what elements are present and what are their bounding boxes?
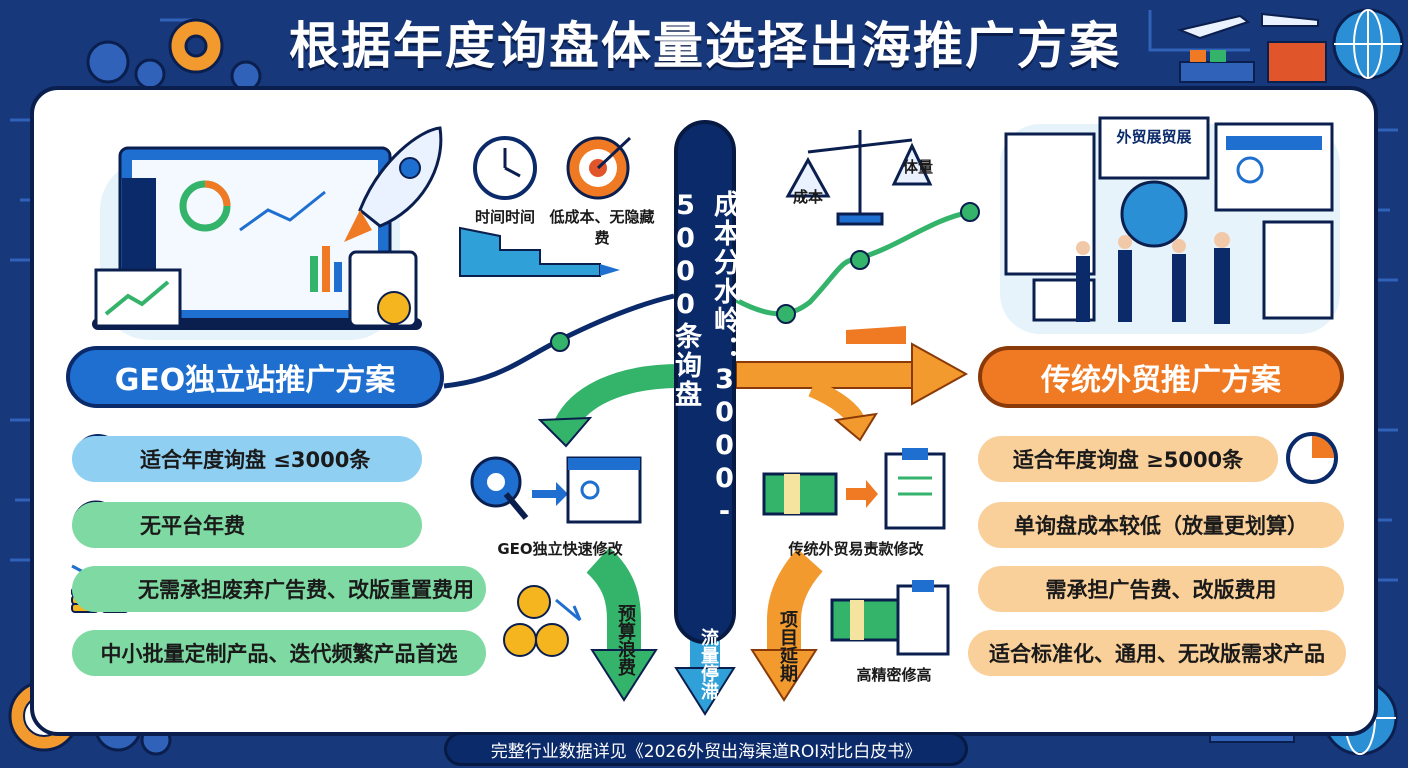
traditional-plan-heading: 传统外贸推广方案 (978, 346, 1344, 408)
ship-icon (1179, 41, 1327, 83)
page-title: 根据年度询盘体量选择出海推广方案 (289, 17, 1121, 75)
plane-icon (1176, 12, 1319, 40)
precision-label: 高精密修高 (856, 666, 932, 684)
traditional-feature-2: 单询盘成本较低（放量更划算） (978, 502, 1344, 548)
down-arrow-traffic-stall: 流量停滞 (698, 628, 719, 700)
divider-label: 成本分水岭：3000-5000条询盘 (670, 190, 740, 529)
traditional-feature-4: 适合标准化、通用、无改版需求产品 (968, 630, 1346, 676)
cost-watershed-divider: 成本分水岭：3000-5000条询盘 (670, 120, 740, 644)
scale-cost-label: 成本 (792, 188, 823, 206)
geo-feature-1: 适合年度询盘 ≤3000条 (72, 436, 422, 482)
low-cost-label: 低成本、无隐藏费 (549, 208, 655, 247)
footer-note: 完整行业数据详见《2026外贸出海渠道ROI对比白皮书》 (444, 732, 968, 766)
geo-feature-4: 中小批量定制产品、迭代频繁产品首选 (72, 630, 486, 676)
down-arrow-budget-waste: 预算浪费 (615, 604, 636, 676)
scale-volume-label: 体量 (902, 158, 933, 176)
geo-feature-2: 无平台年费 (72, 502, 422, 548)
traditional-edit-label: 传统外贸易责款修改 (788, 540, 924, 558)
traditional-feature-3: 需承担广告费、改版费用 (978, 566, 1344, 612)
geo-feature-3: 无需承担废弃广告费、改版重置费用 (72, 566, 486, 612)
geo-plan-heading: GEO独立站推广方案 (66, 346, 444, 408)
expo-sign: 外贸展贸展 (1116, 128, 1192, 146)
geo-quick-edit-label: GEO独立快速修改 (497, 540, 623, 558)
time-label: 时间时间 (474, 208, 535, 226)
down-arrow-project-delay: 项目延期 (777, 610, 798, 682)
gear-icon (168, 18, 224, 74)
traditional-feature-1: 适合年度询盘 ≥5000条 (978, 436, 1278, 482)
